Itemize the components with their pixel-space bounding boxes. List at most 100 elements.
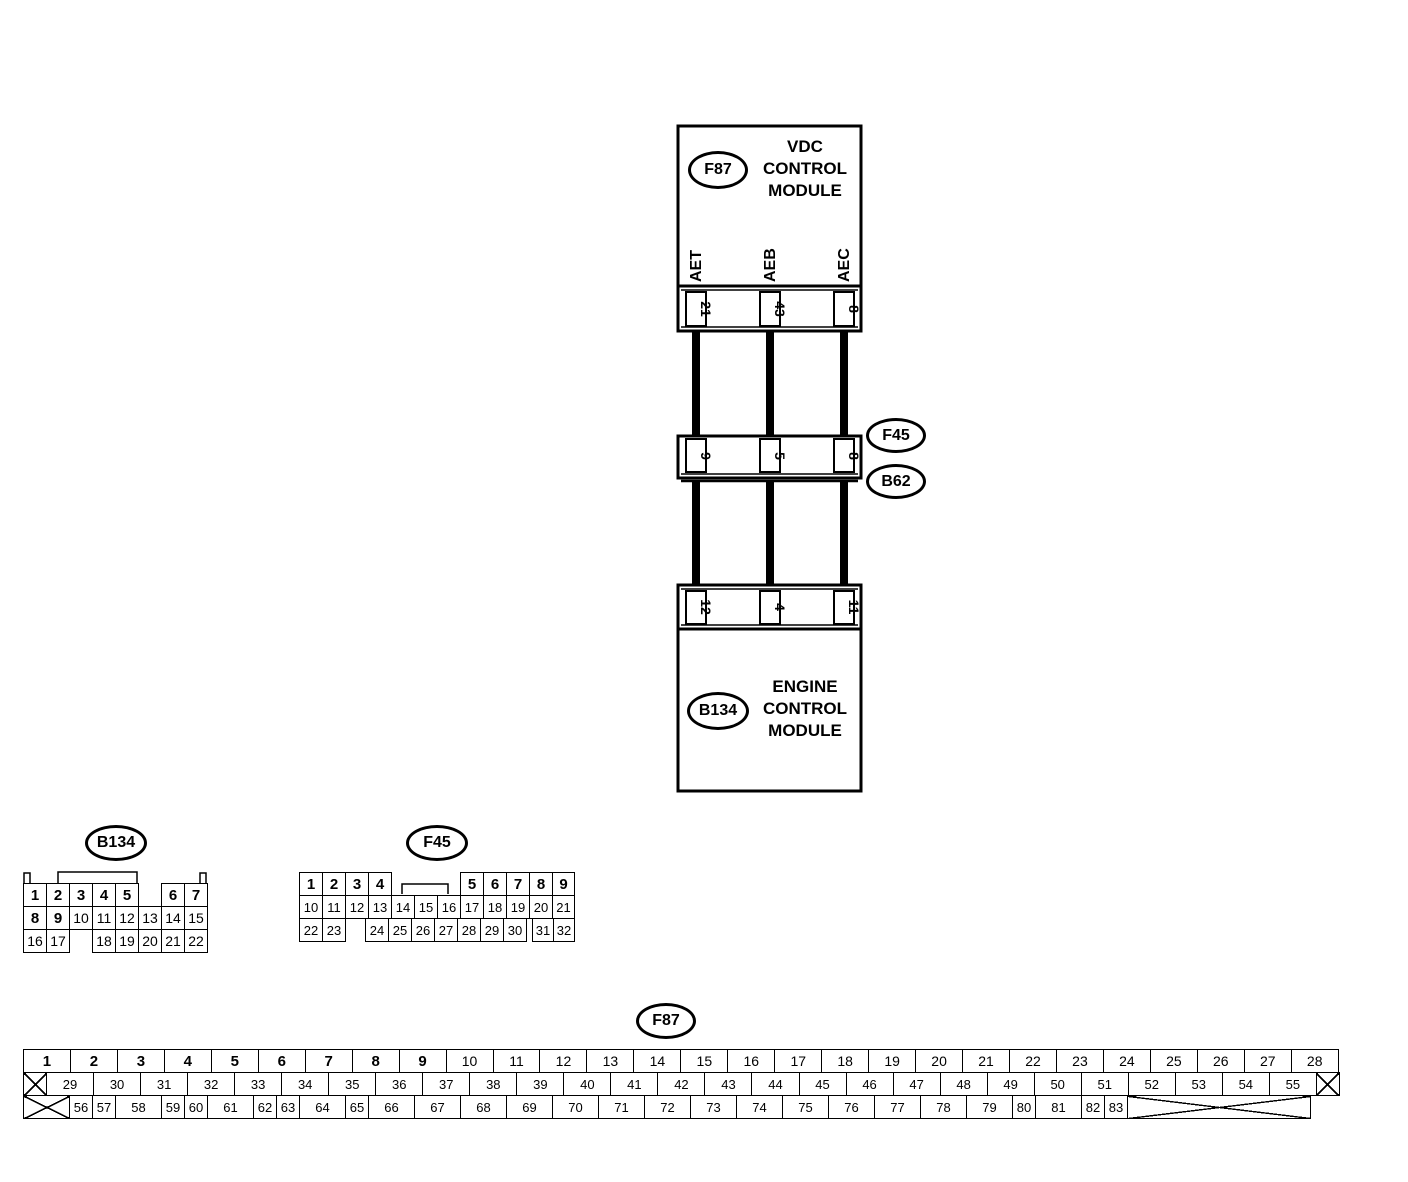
b134-pin: 19 bbox=[115, 929, 139, 953]
f87-unused-slot bbox=[23, 1095, 70, 1119]
f45-empty-slot bbox=[392, 873, 415, 896]
f45-pin: 15 bbox=[414, 895, 438, 919]
f87-pin: 39 bbox=[516, 1072, 565, 1096]
f87-pin: 40 bbox=[563, 1072, 612, 1096]
f87-pin: 20 bbox=[915, 1049, 964, 1073]
f45-pin: 32 bbox=[553, 918, 575, 942]
f87-pin: 26 bbox=[1196, 1049, 1245, 1073]
b134-pin: 20 bbox=[138, 929, 162, 953]
f87-pin: 78 bbox=[920, 1095, 967, 1119]
f87-pin: 29 bbox=[45, 1072, 95, 1096]
f87-unused-slot bbox=[23, 1072, 47, 1096]
b134-pin: 12 bbox=[115, 906, 139, 930]
f45-empty-slot bbox=[346, 919, 366, 942]
connector-id-f45: F45 bbox=[866, 418, 926, 453]
f45-pin: 8 bbox=[529, 872, 553, 896]
f45-pin: 19 bbox=[506, 895, 530, 919]
b134-pin: 15 bbox=[184, 906, 208, 930]
vdc-title-line-2: CONTROL bbox=[762, 159, 848, 178]
f87-pin: 56 bbox=[69, 1095, 93, 1119]
f87-pin: 76 bbox=[828, 1095, 875, 1119]
b134-pin: 1 bbox=[23, 883, 47, 907]
connector-view-label-f45: F45 bbox=[406, 825, 468, 861]
b134-pin: 17 bbox=[46, 929, 70, 953]
f45-pin: 10 bbox=[299, 895, 323, 919]
f45-pin: 18 bbox=[483, 895, 507, 919]
f87-pin: 64 bbox=[299, 1095, 346, 1119]
f45-pin: 11 bbox=[322, 895, 346, 919]
f87-pin: 33 bbox=[234, 1072, 283, 1096]
f87-pin: 5 bbox=[210, 1049, 259, 1073]
ecm-connector-strip bbox=[676, 583, 863, 631]
f87-unused-slot bbox=[1315, 1072, 1340, 1096]
f45-pin: 1 bbox=[299, 872, 323, 896]
f87-pin: 32 bbox=[187, 1072, 236, 1096]
f87-pin: 15 bbox=[680, 1049, 729, 1073]
f87-pin: 83 bbox=[1104, 1095, 1128, 1119]
f87-pin: 49 bbox=[986, 1072, 1035, 1096]
f87-pin: 72 bbox=[644, 1095, 691, 1119]
f87-pin: 18 bbox=[821, 1049, 870, 1073]
joint-pin-8: 8 bbox=[846, 452, 862, 460]
f45-pin: 26 bbox=[411, 918, 435, 942]
f87-pin: 46 bbox=[845, 1072, 894, 1096]
b134-pin: 10 bbox=[69, 906, 93, 930]
signal-label-aeb: AEB bbox=[762, 248, 779, 282]
f45-pin-grid-row3: 22 23 24 25 26 27 28 29 30 31 32 bbox=[299, 918, 575, 942]
f45-pin: 31 bbox=[532, 918, 554, 942]
b134-pin: 3 bbox=[69, 883, 93, 907]
ecm-pin-4: 4 bbox=[772, 603, 788, 611]
f87-pin: 43 bbox=[704, 1072, 753, 1096]
f45-pin: 2 bbox=[322, 872, 346, 896]
f87-pin: 79 bbox=[966, 1095, 1013, 1119]
b134-pin: 5 bbox=[115, 883, 139, 907]
f87-pin: 14 bbox=[633, 1049, 682, 1073]
f87-pin: 71 bbox=[598, 1095, 645, 1119]
connector-id-b134-ecm: B134 bbox=[687, 692, 749, 730]
wires-lower bbox=[692, 481, 848, 585]
f87-pin: 17 bbox=[774, 1049, 823, 1073]
f87-pin: 58 bbox=[115, 1095, 162, 1119]
f87-pin: 67 bbox=[414, 1095, 461, 1119]
f45-pin: 7 bbox=[506, 872, 530, 896]
f87-pin: 38 bbox=[469, 1072, 518, 1096]
f87-pin: 68 bbox=[460, 1095, 507, 1119]
f87-pin: 30 bbox=[93, 1072, 142, 1096]
ecm-pin-12: 12 bbox=[698, 599, 714, 615]
b134-pin: 13 bbox=[138, 906, 162, 930]
f87-pin: 1 bbox=[23, 1049, 71, 1073]
f45-pin: 6 bbox=[483, 872, 507, 896]
f87-pin: 23 bbox=[1055, 1049, 1104, 1073]
f45-empty-slot bbox=[438, 873, 461, 896]
f87-pin: 10 bbox=[445, 1049, 494, 1073]
ecm-title-line-3: MODULE bbox=[768, 721, 842, 740]
f87-unused-slot bbox=[1127, 1095, 1311, 1119]
f87-pin: 73 bbox=[690, 1095, 737, 1119]
f87-pin: 7 bbox=[304, 1049, 353, 1073]
f45-pin: 24 bbox=[365, 918, 389, 942]
signal-label-aet: AET bbox=[688, 250, 705, 282]
b134-pin-grid: 1 2 3 4 5 6 7 8 9 10 11 12 13 14 15 16 1… bbox=[23, 883, 208, 953]
f87-pin: 37 bbox=[422, 1072, 471, 1096]
f45-pin: 30 bbox=[503, 918, 527, 942]
ecm-pin-11: 11 bbox=[846, 600, 862, 615]
connector-view-label-b134: B134 bbox=[85, 825, 147, 861]
b134-pin: 2 bbox=[46, 883, 70, 907]
f45-pin: 12 bbox=[345, 895, 369, 919]
connector-id-f87-vdc: F87 bbox=[688, 151, 748, 189]
vdc-title-line-1: VDC bbox=[787, 137, 823, 156]
f87-pin: 4 bbox=[163, 1049, 212, 1073]
f87-pin: 21 bbox=[962, 1049, 1011, 1073]
f45-pin: 9 bbox=[552, 872, 575, 896]
f87-pin: 82 bbox=[1081, 1095, 1105, 1119]
b134-pin: 14 bbox=[161, 906, 185, 930]
ecm-module-title: ENGINE CONTROL MODULE bbox=[750, 676, 860, 742]
f87-pin: 44 bbox=[751, 1072, 800, 1096]
f45-pin: 22 bbox=[299, 918, 323, 942]
f87-pin: 9 bbox=[398, 1049, 447, 1073]
b134-pin: 21 bbox=[161, 929, 185, 953]
vdc-module-title: VDC CONTROL MODULE bbox=[750, 136, 860, 202]
f87-pin: 52 bbox=[1127, 1072, 1176, 1096]
f45-pin: 25 bbox=[388, 918, 412, 942]
